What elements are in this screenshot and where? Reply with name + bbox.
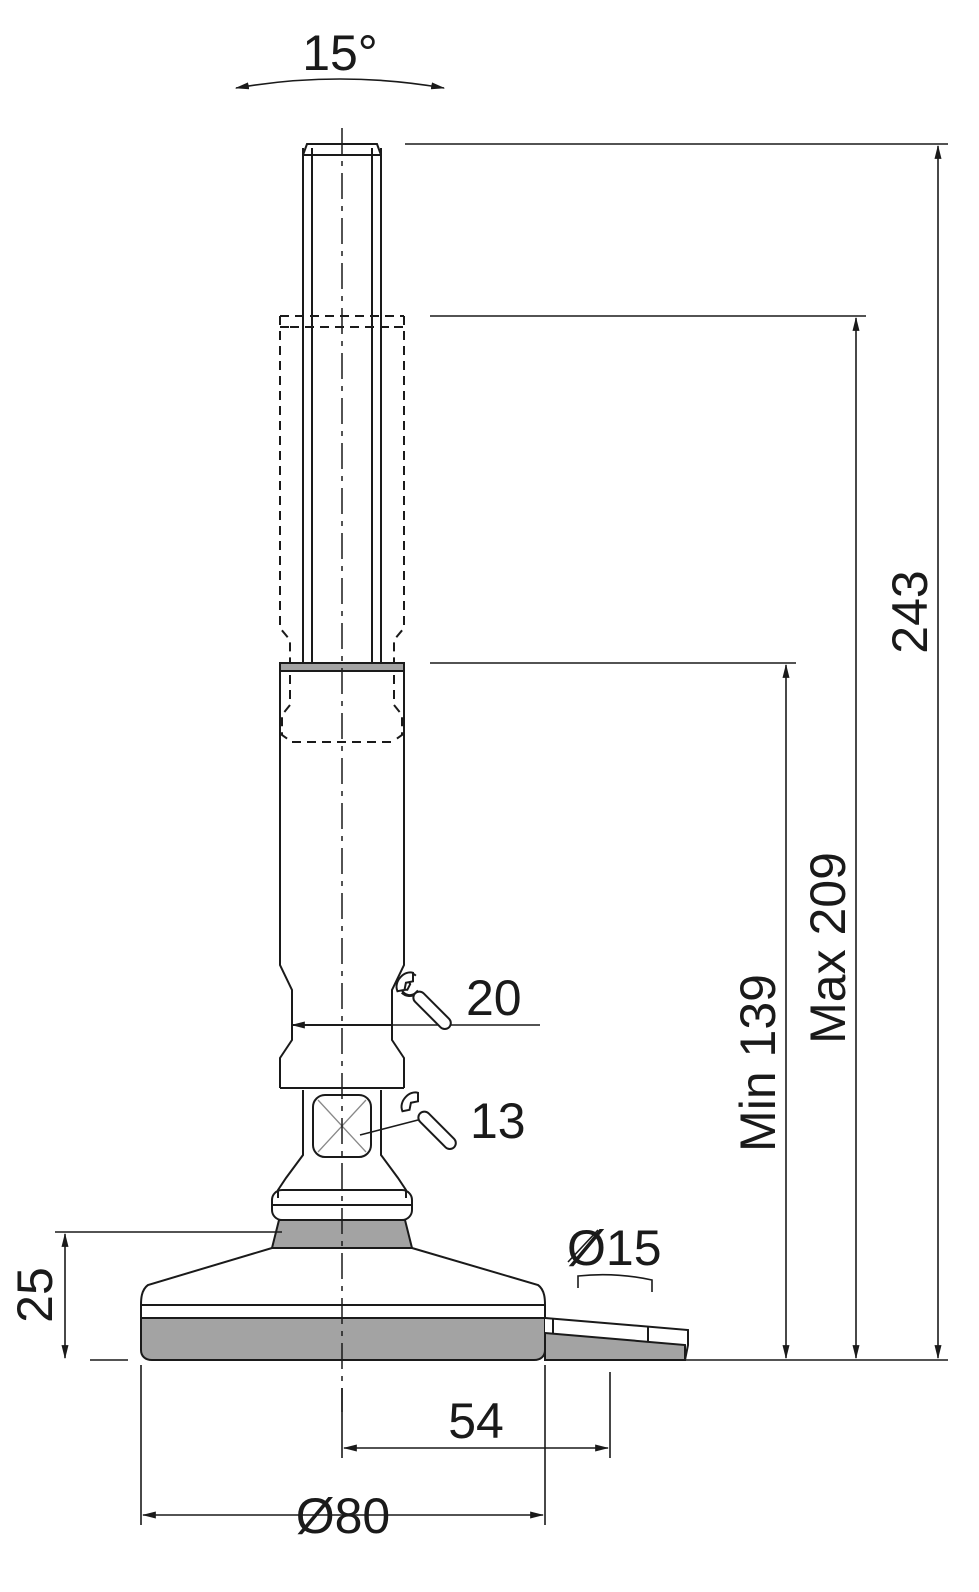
ball-joint [270, 1189, 414, 1249]
adjustment-body [279, 662, 405, 1089]
total-height-label: 243 [882, 570, 938, 653]
dimension-lines [55, 78, 948, 1525]
wrench-icon [400, 1091, 457, 1151]
mounting-tab [544, 1317, 689, 1361]
wrench-13-label: 13 [470, 1093, 526, 1149]
wrench-13-leader [359, 1119, 419, 1136]
base-diameter-label: Ø80 [296, 1488, 391, 1544]
max-height-label: Max 209 [800, 852, 856, 1044]
wrench-icon [395, 971, 452, 1031]
dim-hole-bracket [577, 1273, 653, 1292]
wrench-20-label: 20 [466, 970, 522, 1026]
base-plate [140, 1247, 546, 1361]
min-height-label: Min 139 [730, 974, 786, 1152]
base-height-label: 25 [7, 1267, 63, 1323]
tilt-angle-label: 15° [302, 25, 378, 81]
threaded-stud [302, 143, 382, 665]
hole-diameter-label: Ø15 [567, 1220, 662, 1276]
leveling-foot [140, 143, 689, 1361]
tilt-angle-arc [234, 78, 446, 90]
hole-offset-label: 54 [448, 1393, 504, 1449]
